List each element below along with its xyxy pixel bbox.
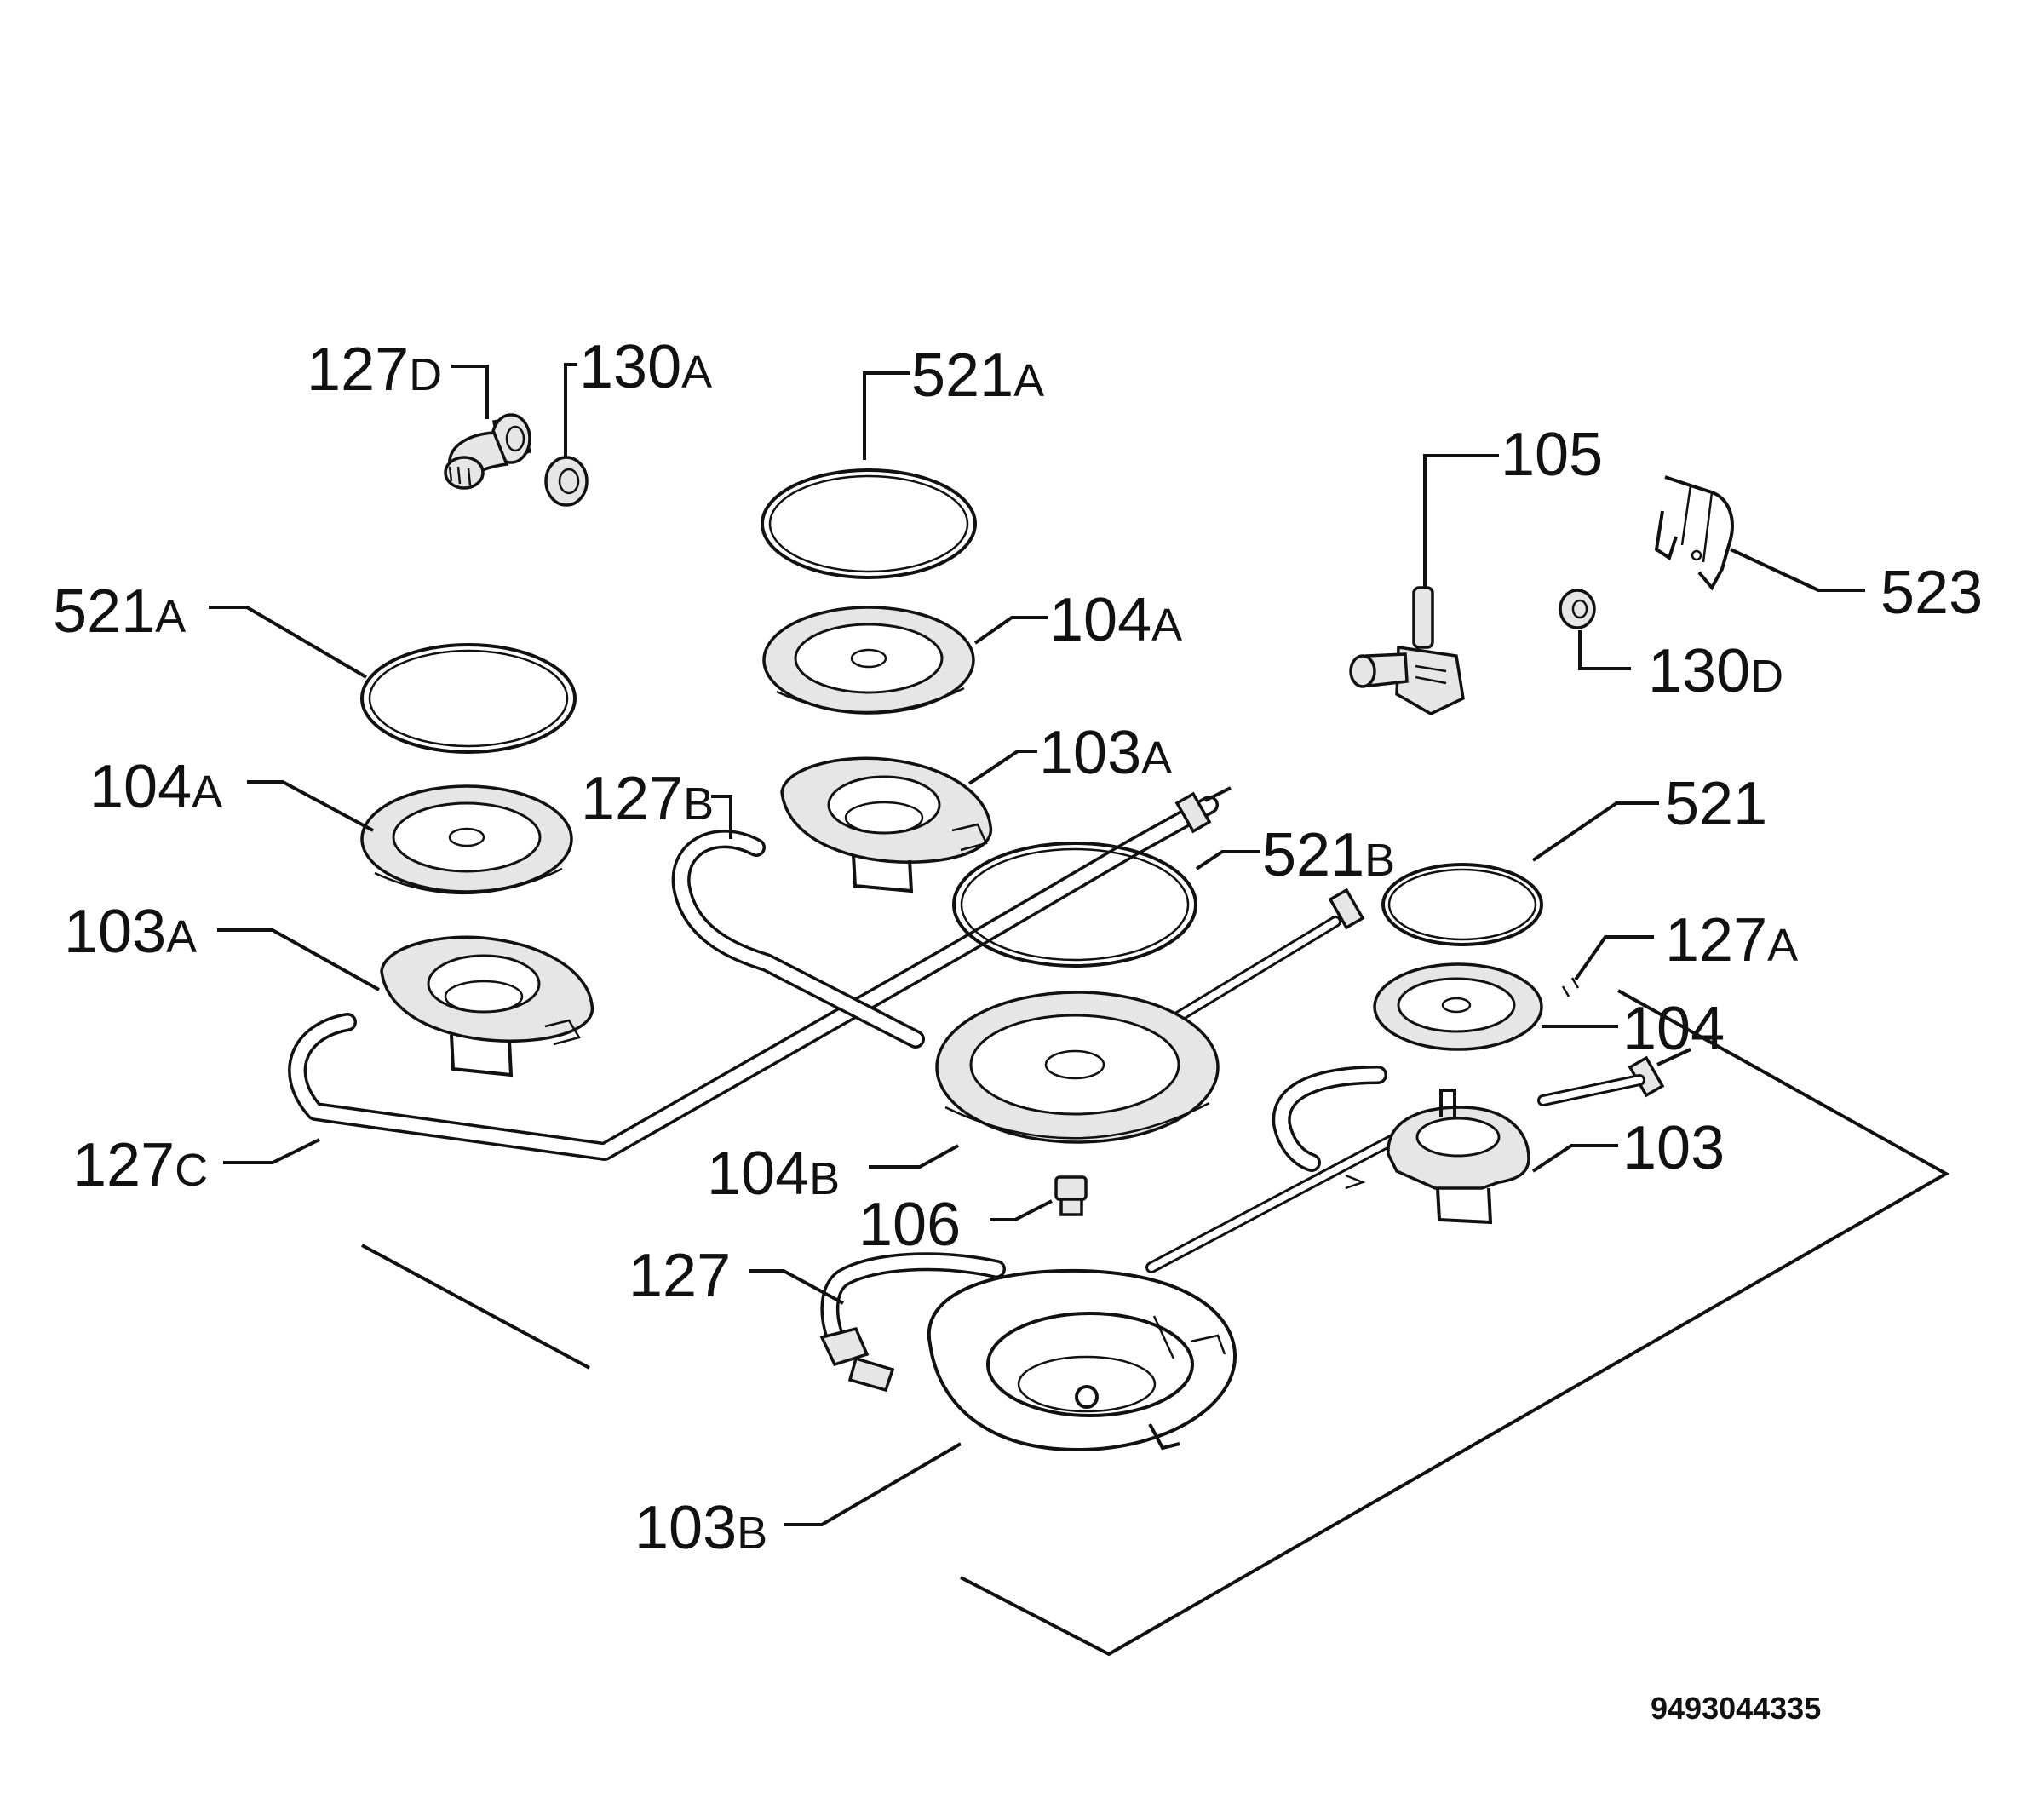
label-521a-left: 521A: [53, 577, 186, 646]
label-103a-top: 103A: [1039, 719, 1172, 787]
right-burner-cover-ring: [1381, 863, 1543, 946]
center-burner-cover-ring: [761, 468, 977, 579]
washer-130d: [1559, 589, 1596, 629]
label-127c: 127C: [72, 1131, 208, 1199]
right-burner-crown: [1373, 962, 1543, 1051]
label-127a: 127A: [1665, 906, 1798, 974]
drawing-code: 9493044335: [1651, 1691, 1821, 1726]
label-521: 521: [1665, 770, 1767, 838]
label-104a-left: 104A: [89, 753, 222, 821]
label-103b: 103B: [634, 1494, 767, 1562]
pipe-fitting-right: [1537, 1048, 1691, 1106]
label-130d: 130D: [1648, 637, 1783, 705]
label-104a-top: 104A: [1049, 586, 1182, 654]
hob-outline: [361, 989, 1950, 1657]
large-burner-cover-ring: [952, 842, 1197, 968]
gas-pipe-lower: [1145, 1123, 1420, 1273]
hose-127b: [671, 830, 925, 1049]
label-521b: 521B: [1262, 821, 1395, 889]
center-burner-base: [780, 756, 993, 893]
left-burner-base: [380, 935, 594, 1077]
label-127: 127: [629, 1242, 731, 1310]
center-burner-crown: [762, 606, 975, 715]
label-127d: 127D: [307, 336, 442, 404]
large-burner-base: [927, 1268, 1237, 1452]
connector-hose-127: [819, 1252, 1006, 1393]
left-burner-crown: [360, 784, 573, 894]
elbow-connector-127d: [444, 413, 532, 490]
gas-pipe-upper: [1152, 916, 1341, 1035]
left-burner-cover-ring: [360, 643, 577, 754]
label-104: 104: [1622, 995, 1725, 1063]
hose-127a: [1272, 977, 1580, 1172]
injector-nozzle-106: [1054, 1175, 1088, 1216]
gas-valve-105: [1349, 586, 1465, 715]
label-103: 103: [1622, 1114, 1725, 1182]
label-106: 106: [858, 1191, 961, 1259]
leader-lines: [209, 363, 1865, 1526]
label-105: 105: [1501, 421, 1603, 489]
label-521a-top: 521A: [911, 342, 1044, 410]
pipe-fitting-upper: [1174, 786, 1232, 834]
label-523: 523: [1880, 559, 1983, 627]
label-104b: 104B: [707, 1140, 840, 1208]
label-103a-left: 103A: [64, 898, 197, 966]
large-burner-crown: [935, 991, 1220, 1144]
bracket-clip-523: [1654, 475, 1734, 591]
hose-127c: [288, 796, 1219, 1161]
right-burner-base: [1345, 1089, 1530, 1225]
label-130a: 130A: [579, 333, 712, 401]
pipe-fitting-middle: [1328, 888, 1365, 930]
label-127b: 127B: [581, 765, 714, 833]
washer-130a: [544, 456, 589, 507]
part-labels: 127D 130A 521A 105 523 521A 104A 130D 10…: [53, 333, 1983, 1562]
